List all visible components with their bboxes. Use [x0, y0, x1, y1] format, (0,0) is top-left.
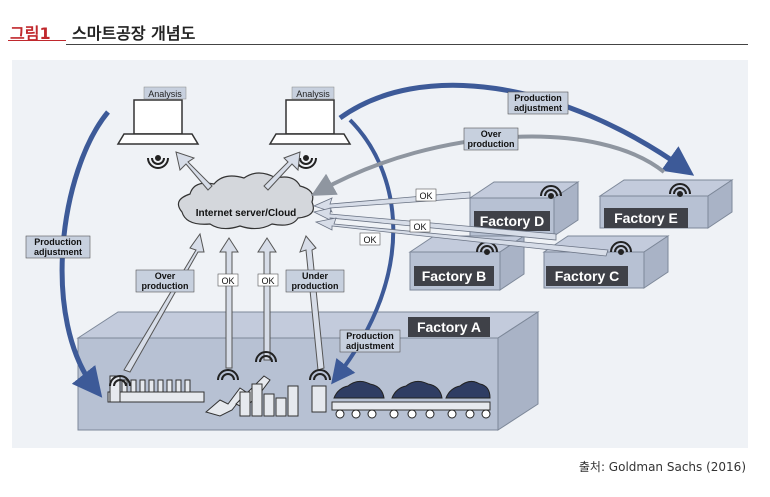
factory-b-label-bg: [414, 266, 494, 286]
over-production-label-factory-a: Over production: [135, 269, 195, 293]
source-credit: 출처: Goldman Sachs (2016): [578, 460, 746, 474]
figure-header: 그림1 스마트공장 개념도: [0, 0, 770, 48]
svg-text:OK: OK: [221, 276, 234, 286]
svg-text:adjustment: adjustment: [346, 341, 394, 351]
svg-text:production: production: [292, 281, 339, 291]
factory-e-label: Factory E: [614, 210, 678, 226]
factory-d-label: Factory D: [480, 213, 545, 229]
figure-title: 스마트공장 개념도: [72, 24, 196, 43]
cloud-to-analysis-arrow: [175, 151, 301, 191]
svg-text:adjustment: adjustment: [514, 103, 562, 113]
svg-text:Production: Production: [34, 237, 82, 247]
svg-text:OK: OK: [363, 235, 376, 245]
laptop-icon: [116, 99, 352, 145]
svg-text:Over: Over: [481, 129, 502, 139]
svg-text:Production: Production: [346, 331, 394, 341]
factory-a-label-bg: [408, 317, 490, 337]
under-production-label: Under production: [285, 269, 345, 293]
over-production-label-top: Over production: [463, 127, 519, 151]
factory-b-label: Factory B: [422, 268, 487, 284]
cloud-icon: [177, 172, 314, 230]
svg-text:production: production: [142, 281, 189, 291]
factory-a-to-cloud-arrow: [123, 232, 325, 373]
cloud-label: Internet server/Cloud: [196, 208, 297, 219]
svg-text:OK: OK: [413, 222, 426, 232]
production-adjustment-label-left: Production adjustment: [25, 235, 91, 259]
svg-text:production: production: [468, 139, 515, 149]
production-adjustment-arrow-top: [338, 82, 695, 176]
production-line-icon: [107, 375, 205, 403]
figure-label: 그림1: [10, 24, 51, 43]
robot-arm-icon: [204, 375, 299, 417]
svg-text:Over: Over: [155, 271, 176, 281]
factory-d-label-bg: [474, 211, 550, 231]
svg-text:Production: Production: [514, 93, 562, 103]
wifi-icon: [109, 351, 331, 387]
sensor-unit-icon: [311, 385, 327, 413]
factory-a-label: Factory A: [417, 319, 481, 335]
analysis-label-left: Analysis: [148, 89, 182, 99]
ok-label: OK OK OK OK OK: [217, 188, 437, 287]
factory-c-label-bg: [546, 266, 628, 286]
header-divider: [66, 44, 748, 45]
factory-e-label-bg: [604, 208, 688, 228]
wifi-icon: [476, 183, 691, 255]
analysis-label-right: Analysis: [296, 89, 330, 99]
production-adjustment-label-top: Production adjustment: [507, 91, 569, 115]
production-adjustment-label-factory-a: Production adjustment: [339, 329, 401, 353]
svg-text:Under: Under: [302, 271, 329, 281]
svg-text:OK: OK: [419, 191, 432, 201]
factory-c-label: Factory C: [555, 268, 620, 284]
car-assembly-icon: [331, 380, 491, 419]
svg-text:adjustment: adjustment: [34, 247, 82, 257]
svg-text:OK: OK: [261, 276, 274, 286]
header-accent-line: [8, 40, 66, 41]
